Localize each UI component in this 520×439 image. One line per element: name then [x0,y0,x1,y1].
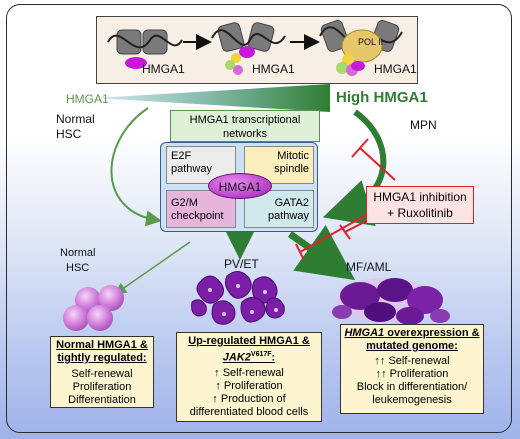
mfaml-item-1: ↑↑ Self-renewal [341,355,483,368]
arrow-to-normal [114,241,191,295]
nucleosome-stage-1 [107,29,183,69]
mfaml-item-1-text: Self-renewal [388,355,450,367]
gata2-line2: pathway [268,210,309,222]
mfaml-heading-line1: HMGA1 overexpression & [341,327,483,340]
pvet-heading-line2: JAK2V617F: [177,348,321,365]
normal-hsc-name-line2: HSC [66,262,90,274]
normal-outcome-box: Normal HMGA1 & tightly regulated: Self-r… [50,336,154,408]
double-up-arrow-icon: ↑↑ [374,355,386,367]
mfaml-heading-line2: mutated genome: [366,340,458,352]
mfaml-tail-line1: Block in differentiation/ [356,381,468,393]
mpn-label: MPN [410,118,437,132]
inhibition-line1: HMGA1 inhibition [373,190,467,204]
mfaml-name: MF/AML [346,260,392,274]
hmga1-label-stage-3: HMGA1 [374,62,417,76]
gata2-line1: GATA2 [274,197,309,209]
pvet-item-3: ↑ Production of [177,393,321,406]
arrow-to-mfaml [287,224,356,281]
pvet-item-3-text: Production of [220,392,286,405]
g2m-line1: G2/M [171,197,198,209]
normal-hsc-cells [63,285,124,331]
inhibition-box: HMGA1 inhibition + Ruxolitinib [366,186,474,224]
network-title-box: HMGA1 transcriptional networks [170,110,320,142]
up-arrow-icon: ↑ [212,392,218,405]
nucleosome-stage-3 [319,19,403,76]
jak2-mutation-label: V617F [250,351,272,358]
pvet-heading-line1: Up-regulated HMGA1 & [188,335,310,347]
mfaml-tail-line2: leukemogenesis [372,394,452,406]
normal-state-line2: HSC [56,127,82,141]
hmga1-label-stage-1: HMGA1 [142,62,185,76]
normal-item-1: Self-renewal [71,368,133,380]
inhibition-line2: + Ruxolitinib [387,206,453,220]
pvet-item-2-text: Proliferation [223,379,283,392]
pol-ii-label: POL II [358,37,384,47]
pvet-item-1-text: Self-renewal [222,366,284,379]
mfaml-item-2: ↑↑ Proliferation [341,368,483,381]
nucleosome-stage-2 [211,22,286,75]
mitotic-line1: Mitotic [277,150,309,162]
normal-item-3: Differentiation [68,394,136,406]
pvet-outcome-box: Up-regulated HMGA1 & JAK2V617F: ↑ Self-r… [176,332,322,422]
mfaml-item-2-text: Proliferation [389,368,449,380]
up-arrow-icon: ↑ [214,366,220,379]
double-up-arrow-icon: ↑↑ [375,368,387,380]
high-hmga1-label: High HMGA1 [336,89,428,106]
hmga1-center-label: HMGA1 [218,180,262,194]
hmga1-center-oval: HMGA1 [208,173,272,199]
normal-heading-line1: Normal HMGA1 & [56,339,148,351]
network-title-line1: HMGA1 transcriptional [189,114,301,126]
hmga1-gene-label: HMGA1 [344,327,385,339]
normal-item-2: Proliferation [72,381,132,393]
pvet-cells [191,271,285,325]
g2m-line2: checkpoint [171,210,224,222]
hmga1-gradient-wedge [96,84,330,112]
normal-path-arrow [110,107,162,227]
pvet-tail-line: differentiated blood cells [189,405,309,418]
pvet-name: PV/ET [224,257,259,271]
mfaml-outcome-box: HMGA1 overexpression & mutated genome: ↑… [340,324,484,414]
mpn-path-arrow [322,109,387,227]
jak2-gene-label: JAK2 [222,351,251,364]
e2f-line2: pathway [171,163,212,175]
normal-heading-line2: tightly regulated: [57,352,147,364]
e2f-line1: E2F [171,150,192,162]
network-title-line2: networks [222,128,268,140]
normal-hsc-name-line1: Normal [60,247,96,259]
pvet-heading-colon: : [271,351,276,364]
low-hmga1-label: HMGA1 [66,92,109,106]
mfaml-heading-rest: overexpression & [384,327,480,339]
pvet-item-2: ↑ Proliferation [177,380,321,393]
normal-state-line1: Normal [56,112,95,126]
mfaml-cells [332,278,450,325]
up-arrow-icon: ↑ [215,379,221,392]
pvet-item-1: ↑ Self-renewal [177,367,321,380]
mitotic-line2: spindle [274,163,309,175]
hmga1-label-stage-2: HMGA1 [252,62,295,76]
